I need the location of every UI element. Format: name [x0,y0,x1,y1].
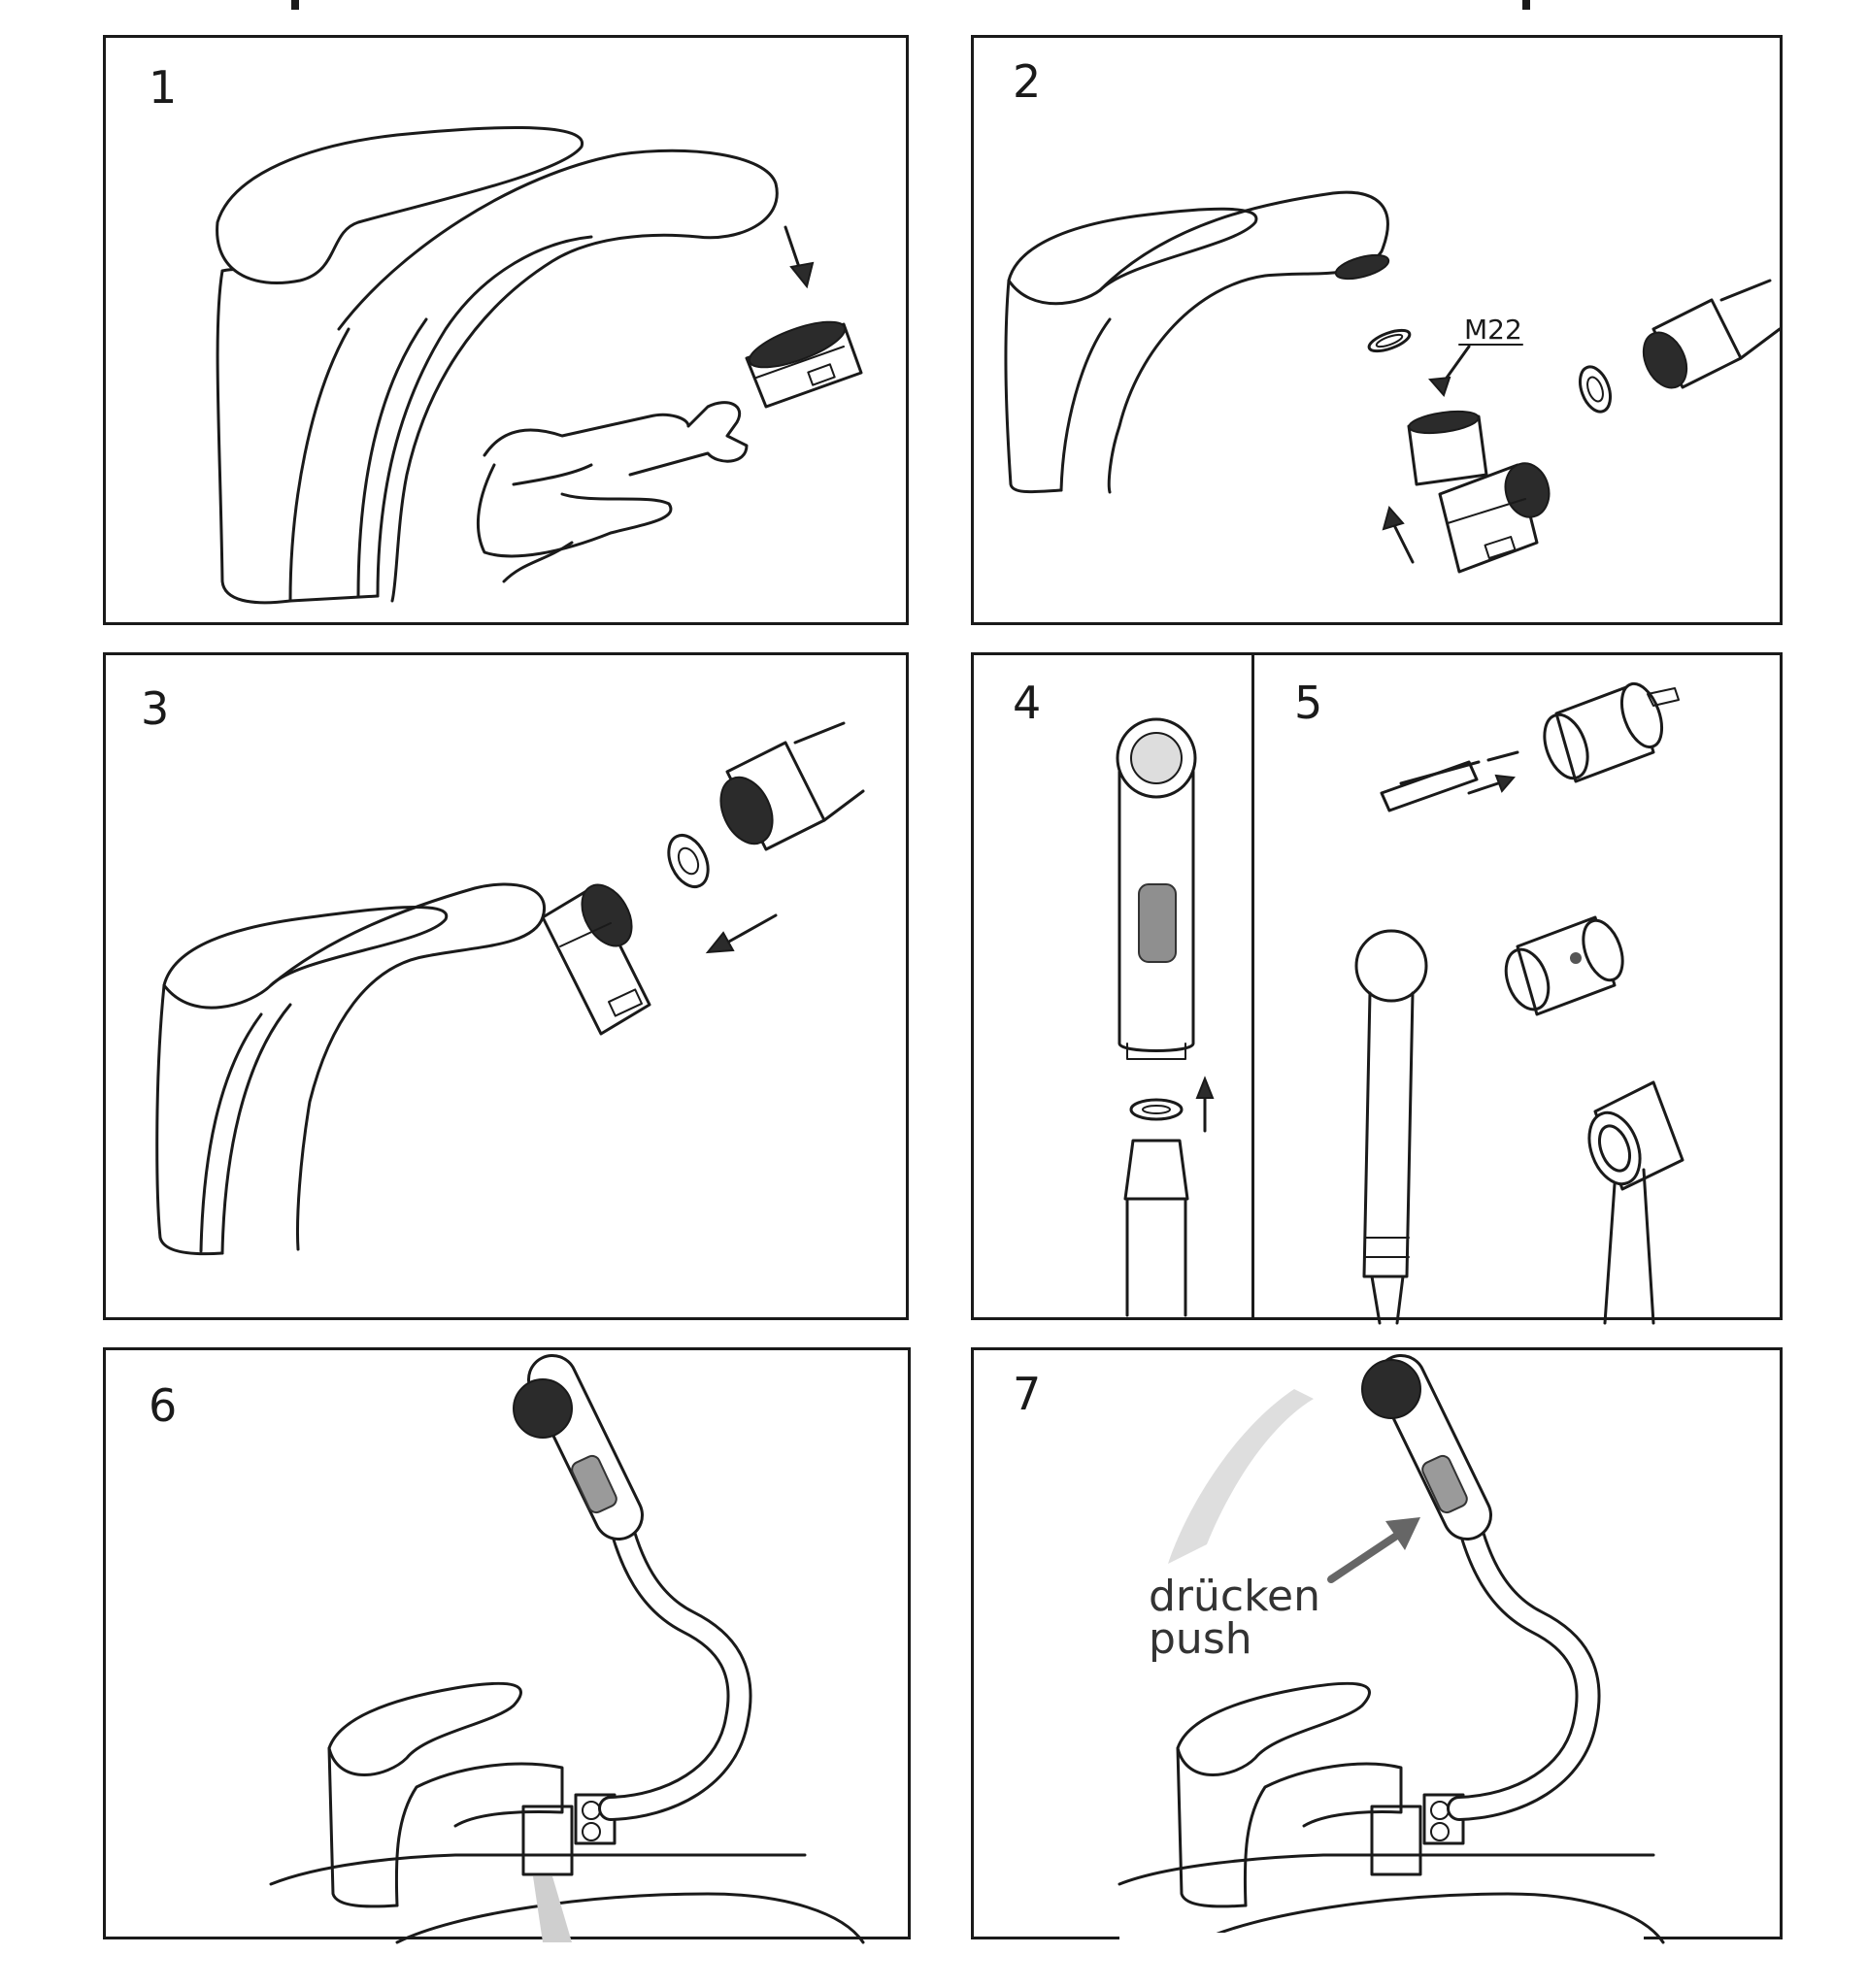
panel-steps-4-5: 4 5 [971,652,1783,1325]
step-number: 5 [1294,677,1323,729]
header-fragment-left [291,0,299,10]
step-number: 4 [1013,677,1042,729]
panel-divider [1251,655,1254,1317]
push-label-german: drücken [1149,1572,1320,1621]
hand-shower-and-holder-illustration [1116,681,1685,1325]
holder-with-clip-icon [1504,915,1624,1016]
step-number: 6 [149,1379,178,1432]
thread-size-label: M22 [1464,314,1522,346]
panel-step-2: 2 M22 [971,35,1783,625]
activated-pullout-faucet-illustration [1117,1354,1665,1946]
diverter-assembly-illustration: M22 [1004,190,1782,574]
diverter-mounted-illustration [155,721,865,1256]
step-number: 3 [141,682,170,735]
hand-shower-icon [1116,717,1197,1060]
hand-with-wrench-icon [476,401,749,583]
step-number: 1 [149,61,178,114]
installed-pullout-faucet-illustration [269,1354,865,1944]
panel-step-3: 3 [103,652,909,1320]
header-fragment-right [1522,0,1530,10]
aerator-icon [745,320,863,409]
push-arrow-icon [1327,1517,1420,1583]
push-label-english: push [1149,1614,1252,1664]
wall-holder-icon [1543,681,1664,783]
step-number: 7 [1013,1368,1042,1420]
faucet-aerator-removal-illustration [216,126,863,605]
step-number: 2 [1013,55,1042,108]
panel-step-6: 6 [103,1347,911,1944]
panel-step-7: 7 drücken push [971,1347,1783,1946]
panel-step-1: 1 [103,35,909,625]
diverter-icon [1438,462,1551,574]
push-instruction-label: drücken push [1149,1575,1320,1661]
